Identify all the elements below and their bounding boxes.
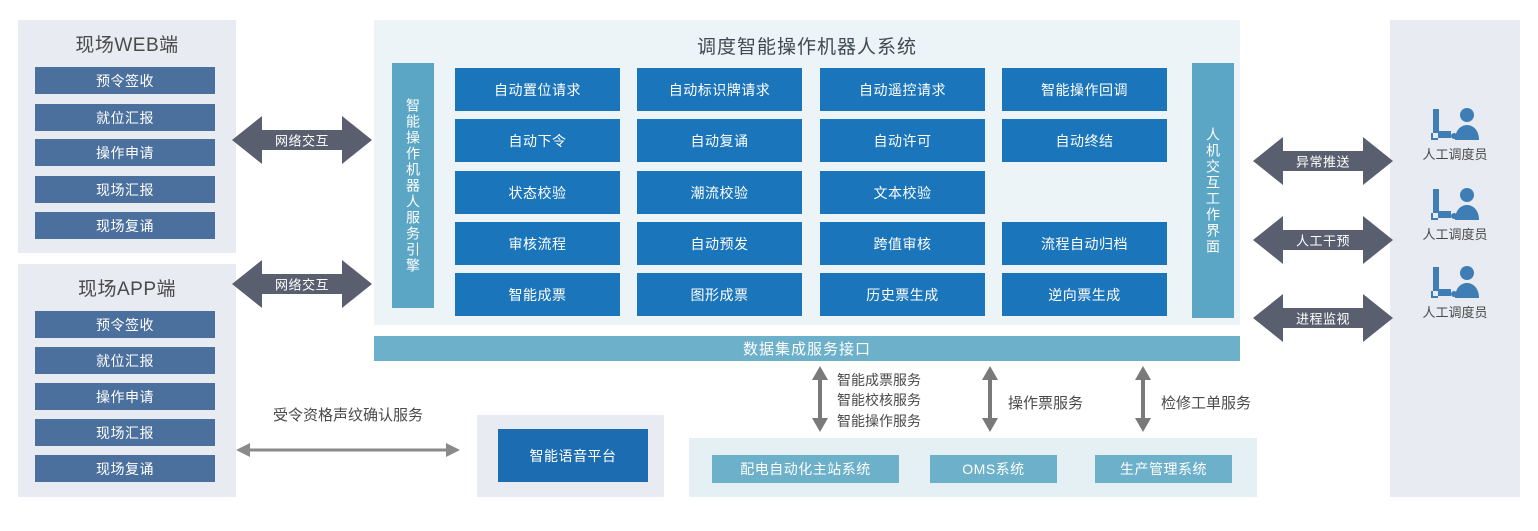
app-client-item-4[interactable]: 现场复诵 [35, 455, 215, 482]
voiceprint-service-label: 受令资格声纹确认服务 [272, 407, 423, 424]
app-client-item-1[interactable]: 就位汇报 [35, 347, 215, 374]
exception-push-arrow: 异常推送 [1253, 133, 1393, 189]
feature-cell-2-1[interactable]: 潮流校验 [637, 171, 802, 214]
engine-service-bar: 智能操作机器人服务引擎 [392, 63, 434, 308]
feature-cell-1-2[interactable]: 自动许可 [820, 119, 985, 162]
external-system-0[interactable]: 配电自动化主站系统 [712, 455, 899, 483]
web-client-item-0[interactable]: 预令签收 [35, 67, 215, 94]
feature-cell-3-2[interactable]: 跨值审核 [820, 222, 985, 265]
operator-0: 人工调度员 [1400, 107, 1510, 163]
hmi-interface-bar: 人机交互工作界面 [1192, 63, 1234, 318]
feature-cell-0-0[interactable]: 自动置位请求 [455, 68, 620, 111]
feature-cell-2-2[interactable]: 文本校验 [820, 171, 985, 214]
external-system-2[interactable]: 生产管理系统 [1095, 455, 1232, 483]
feature-cell-0-2[interactable]: 自动遥控请求 [820, 68, 985, 111]
voiceprint-service-arrow [236, 440, 460, 460]
data-integration-bus: 数据集成服务接口 [374, 336, 1240, 361]
service-group-1-label: 智能成票服务 智能校核服务 智能操作服务 [837, 370, 921, 431]
app-client-item-3[interactable]: 现场汇报 [35, 419, 215, 446]
web-client-item-1[interactable]: 就位汇报 [35, 104, 215, 131]
operator-1: 人工调度员 [1400, 187, 1510, 243]
feature-cell-0-3[interactable]: 智能操作回调 [1002, 68, 1167, 111]
feature-cell-0-1[interactable]: 自动标识牌请求 [637, 68, 802, 111]
feature-cell-1-0[interactable]: 自动下令 [455, 119, 620, 162]
dispatcher-at-console-icon [1400, 107, 1510, 143]
voice-platform-box[interactable]: 智能语音平台 [498, 429, 648, 482]
feature-cell-4-3[interactable]: 逆向票生成 [1002, 273, 1167, 316]
operators-panel [1390, 20, 1520, 497]
web-client-item-3[interactable]: 现场汇报 [35, 176, 215, 203]
operator-2: 人工调度员 [1400, 265, 1510, 321]
operation-ticket-service-arrow [980, 366, 1000, 432]
service-group-1-line-1: 智能校核服务 [837, 392, 921, 409]
service-group-1-arrow [810, 366, 830, 432]
operator-0-label: 人工调度员 [1422, 147, 1488, 162]
app-client-item-0[interactable]: 预令签收 [35, 311, 215, 338]
operator-1-label: 人工调度员 [1422, 227, 1488, 242]
operation-ticket-service-label: 操作票服务 [1008, 395, 1084, 412]
maintenance-order-service-arrow [1133, 366, 1153, 432]
maintenance-order-service-label: 检修工单服务 [1161, 395, 1252, 412]
process-monitor-arrow: 进程监视 [1253, 290, 1393, 346]
web-client-item-2[interactable]: 操作申请 [35, 139, 215, 166]
service-group-1-line-0: 智能成票服务 [837, 372, 921, 388]
web-client-title: 现场WEB端 [75, 35, 179, 56]
app-client-item-2[interactable]: 操作申请 [35, 383, 215, 410]
feature-cell-1-1[interactable]: 自动复诵 [637, 119, 802, 162]
feature-cell-4-1[interactable]: 图形成票 [637, 273, 802, 316]
feature-cell-1-3[interactable]: 自动终结 [1002, 119, 1167, 162]
external-system-1[interactable]: OMS系统 [930, 455, 1057, 483]
dispatcher-at-console-icon [1400, 265, 1510, 301]
robot-system-title: 调度智能操作机器人系统 [696, 37, 917, 58]
app-client-title: 现场APP端 [77, 279, 177, 300]
service-group-1-line-2: 智能操作服务 [837, 412, 921, 429]
app-network-link-arrow: 网络交互 [232, 256, 372, 312]
feature-cell-3-0[interactable]: 审核流程 [455, 222, 620, 265]
feature-cell-3-1[interactable]: 自动预发 [637, 222, 802, 265]
feature-cell-2-0[interactable]: 状态校验 [455, 171, 620, 214]
web-client-item-4[interactable]: 现场复诵 [35, 212, 215, 239]
feature-cell-3-3[interactable]: 流程自动归档 [1002, 222, 1167, 265]
web-network-link-arrow: 网络交互 [232, 112, 372, 168]
operator-2-label: 人工调度员 [1422, 305, 1488, 320]
feature-cell-4-2[interactable]: 历史票生成 [820, 273, 985, 316]
feature-cell-4-0[interactable]: 智能成票 [455, 273, 620, 316]
dispatcher-at-console-icon [1400, 187, 1510, 223]
manual-intervention-arrow: 人工干预 [1253, 212, 1393, 268]
